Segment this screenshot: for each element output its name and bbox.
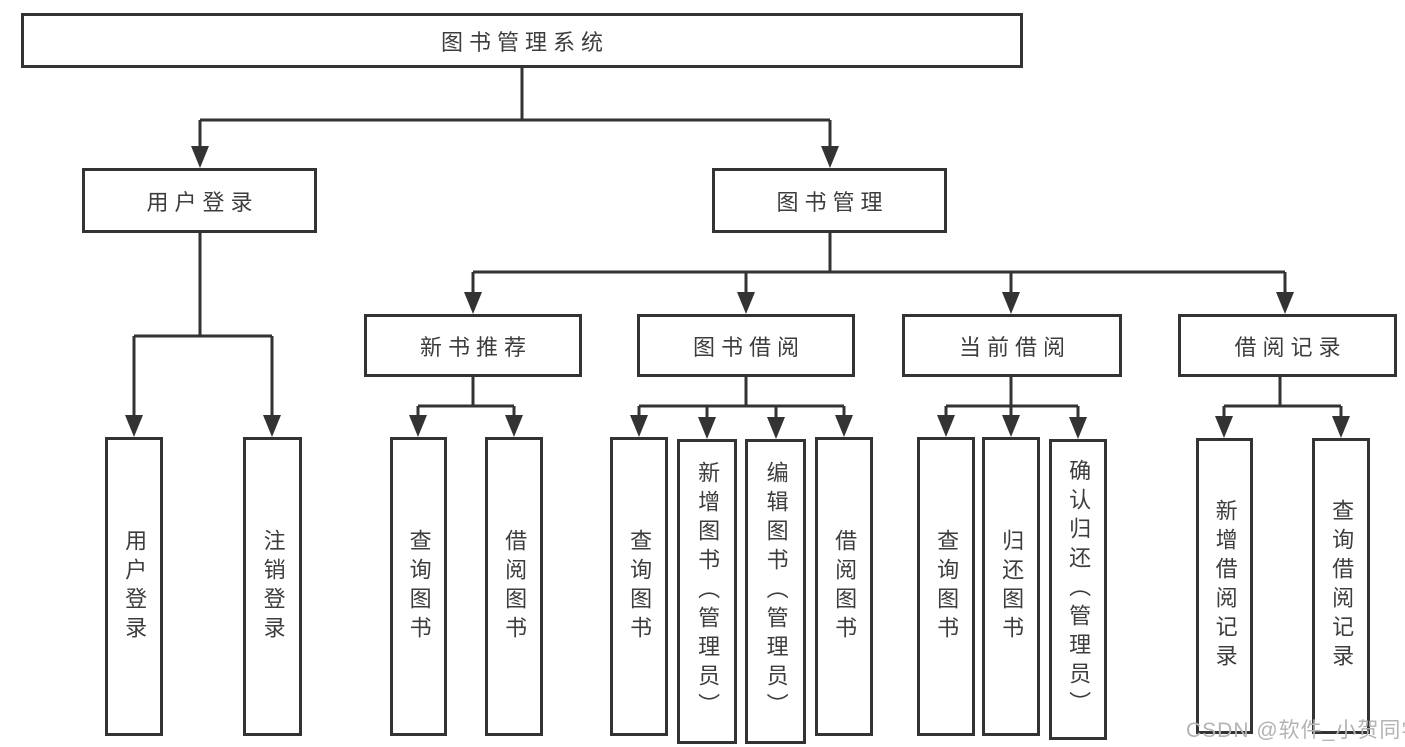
- leaf-label: 查询图书: [406, 528, 432, 645]
- leaf-user-login: 用户登录: [105, 437, 163, 736]
- leaf-label: 查询图书: [934, 528, 960, 645]
- leaf-label: 借阅图书: [832, 528, 858, 645]
- leaf-logout: 注销登录: [243, 437, 302, 736]
- node-new-book-recommend: 新书推荐: [364, 314, 582, 377]
- leaf-label: 查询借阅记录: [1329, 499, 1355, 673]
- node-label: 图书借阅: [692, 334, 805, 360]
- leaf-label: 注销登录: [260, 528, 286, 645]
- node-label: 图书管理系统: [440, 29, 609, 55]
- leaf-return-book: 归还图书: [982, 437, 1040, 736]
- leaf-label: 查询图书: [627, 528, 653, 645]
- leaf-query-books-current: 查询图书: [917, 437, 975, 736]
- leaf-edit-book-admin: 编辑图书（管理员）: [745, 439, 806, 744]
- leaf-confirm-return-admin: 确认归还（管理员）: [1049, 439, 1107, 740]
- connector-current-borrowing-to-leaves: [937, 377, 1087, 439]
- node-label: 用户登录: [146, 189, 259, 215]
- connector-root-to-level2: [191, 66, 839, 168]
- watermark: CSDN @软件_小贺同学: [1186, 719, 1405, 742]
- leaf-label: 归还图书: [999, 528, 1025, 645]
- node-label: 新书推荐: [419, 334, 532, 360]
- connector-new-book-recommend-to-leaves: [409, 377, 523, 437]
- leaf-label: 新增图书（管理员）: [695, 461, 721, 722]
- leaf-label: 借阅图书: [502, 528, 528, 645]
- leaf-query-books-borrowing: 查询图书: [610, 437, 668, 736]
- node-library-management-system: 图书管理系统: [21, 13, 1023, 68]
- leaf-add-book-admin: 新增图书（管理员）: [677, 439, 737, 744]
- leaf-label: 新增借阅记录: [1212, 499, 1238, 673]
- node-label: 当前借阅: [958, 334, 1071, 360]
- node-book-borrowing: 图书借阅: [637, 314, 855, 377]
- leaf-label: 用户登录: [122, 528, 148, 645]
- leaf-borrow-books-borrowing: 借阅图书: [815, 437, 873, 736]
- leaf-label: 确认归还（管理员）: [1066, 459, 1092, 720]
- leaf-add-borrow-record: 新增借阅记录: [1196, 438, 1253, 734]
- node-user-login: 用户登录: [82, 168, 317, 233]
- node-label: 图书管理: [776, 189, 889, 215]
- leaf-borrow-books-recommend: 借阅图书: [485, 437, 543, 736]
- leaf-query-borrow-record: 查询借阅记录: [1312, 438, 1370, 734]
- leaf-query-books-recommend: 查询图书: [390, 437, 447, 736]
- node-book-management: 图书管理: [712, 168, 947, 233]
- connector-book-borrowing-to-leaves: [630, 377, 853, 439]
- leaf-label: 编辑图书（管理员）: [763, 461, 789, 722]
- node-current-borrowing: 当前借阅: [902, 314, 1122, 377]
- node-label: 借阅记录: [1234, 334, 1347, 360]
- node-borrowing-records: 借阅记录: [1178, 314, 1397, 377]
- connector-user-login-to-leaves: [125, 233, 281, 437]
- connector-book-management-to-level3: [464, 233, 1294, 314]
- connector-borrowing-records-to-leaves: [1215, 377, 1350, 438]
